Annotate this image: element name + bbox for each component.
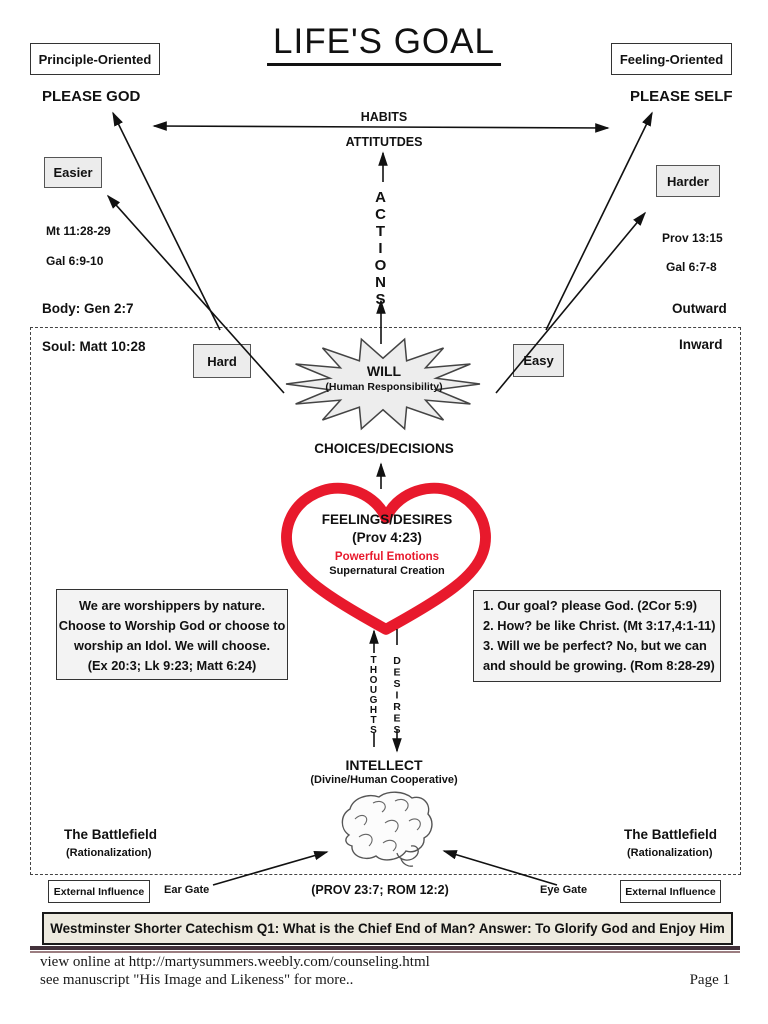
feelings-desires-label: FEELINGS/DESIRES	[321, 512, 453, 527]
brain-outline	[341, 791, 433, 861]
easy-box: Easy	[513, 344, 564, 377]
starburst-polygon	[285, 337, 481, 431]
goal-note-line2: 2. How? be like Christ. (Mt 3:17,4:1-11)	[483, 618, 716, 633]
supernatural-creation-label: Supernatural Creation	[329, 565, 445, 577]
footer-manuscript-line: see manuscript "His Image and Likeness" …	[40, 972, 354, 988]
ear-gate-to-brain-arrow	[212, 850, 329, 886]
maroon-rule-thick	[30, 946, 740, 950]
battlefield-left-label: The Battlefield	[64, 827, 158, 842]
intellect-subtitle: (Divine/Human Cooperative)	[310, 774, 458, 786]
page-title: LIFE'S GOAL	[267, 22, 501, 66]
goal-note-line3: 3. Will we be perfect? No, but we can	[483, 638, 707, 653]
left-short-arrow	[106, 194, 285, 394]
choices-decisions-label: CHOICES/DECISIONS	[314, 441, 454, 456]
goal-note-line1: 1. Our goal? please God. (2Cor 5:9)	[483, 598, 698, 613]
habits-double-arrow	[152, 121, 610, 133]
inner-man-dashed-boundary	[30, 327, 741, 875]
worship-note-box: We are worshippers by nature. Choose to …	[56, 589, 288, 680]
outward-label: Outward	[672, 301, 727, 316]
harder-box: Harder	[656, 165, 720, 197]
heart-outline	[281, 482, 491, 635]
page-number: Page 1	[689, 972, 730, 988]
actions-vertical-word: ACTIONS	[372, 189, 389, 308]
goal-note-box: 1. Our goal? please God. (2Cor 5:9) 2. H…	[473, 590, 721, 682]
brain-stem	[400, 858, 414, 867]
right-ref-1: Prov 13:15	[662, 231, 723, 245]
ear-gate-label: Ear Gate	[164, 884, 210, 896]
right-ref-2: Gal 6:7-8	[666, 260, 717, 274]
soul-label: Soul: Matt 10:28	[42, 339, 146, 354]
external-influence-left-box: External Influence	[48, 880, 150, 903]
worship-note-line3: worship an Idol. We will choose.	[73, 638, 270, 653]
footer-url-line: view online at http://martysummers.weebl…	[40, 954, 430, 970]
desires-vertical-word: DESIRES	[391, 655, 403, 736]
catechism-banner: Westminster Shorter Catechism Q1: What i…	[42, 912, 733, 945]
feeling-oriented-box: Feeling-Oriented	[611, 43, 732, 75]
heart-shape	[281, 482, 491, 635]
right-long-arrow	[545, 111, 653, 331]
brain-folds	[354, 798, 421, 852]
right-short-arrow	[495, 211, 647, 394]
please-self-label: PLEASE SELF	[630, 88, 733, 105]
left-long-arrow	[112, 111, 221, 331]
battlefield-right-subtitle: (Rationalization)	[627, 847, 713, 859]
battlefield-left-subtitle: (Rationalization)	[66, 847, 152, 859]
intellect-label: INTELLECT	[345, 757, 423, 773]
maroon-rule-thin	[30, 951, 740, 953]
prov-rom-verse-label: (PROV 23:7; ROM 12:2)	[311, 883, 449, 897]
principle-oriented-box: Principle-Oriented	[30, 43, 160, 75]
eye-gate-to-brain-arrow	[442, 850, 558, 886]
left-ref-1: Mt 11:28-29	[46, 224, 111, 238]
body-label: Body: Gen 2:7	[42, 301, 134, 316]
left-ref-2: Gal 6:9-10	[46, 254, 104, 268]
powerful-emotions-label: Powerful Emotions	[334, 551, 440, 563]
thoughts-vertical-word: THOUGHTS	[368, 655, 379, 735]
brain-cerebellum	[396, 845, 419, 861]
easier-box: Easier	[44, 157, 102, 188]
worship-note-line4: (Ex 20:3; Lk 9:23; Matt 6:24)	[87, 658, 257, 673]
goal-note-line4: and should be growing. (Rom 8:28-29)	[483, 658, 715, 673]
attitudes-label: ATTITUTDES	[345, 135, 423, 149]
will-subtitle: (Human Responsibility)	[325, 381, 443, 393]
habits-label: HABITS	[360, 110, 408, 124]
heart-ref-label: (Prov 4:23)	[352, 530, 422, 545]
brain-illustration	[341, 791, 433, 867]
inward-label: Inward	[679, 337, 723, 352]
hard-box: Hard	[193, 344, 251, 378]
will-label: WILL	[366, 363, 402, 379]
eye-gate-label: Eye Gate	[540, 884, 588, 896]
please-god-label: PLEASE GOD	[42, 88, 141, 105]
will-starburst-shape	[285, 337, 481, 431]
battlefield-right-label: The Battlefield	[624, 827, 718, 842]
worship-note-line2: Choose to Worship God or choose to	[58, 618, 286, 633]
external-influence-right-box: External Influence	[620, 880, 721, 903]
worship-note-line1: We are worshippers by nature.	[78, 598, 266, 613]
